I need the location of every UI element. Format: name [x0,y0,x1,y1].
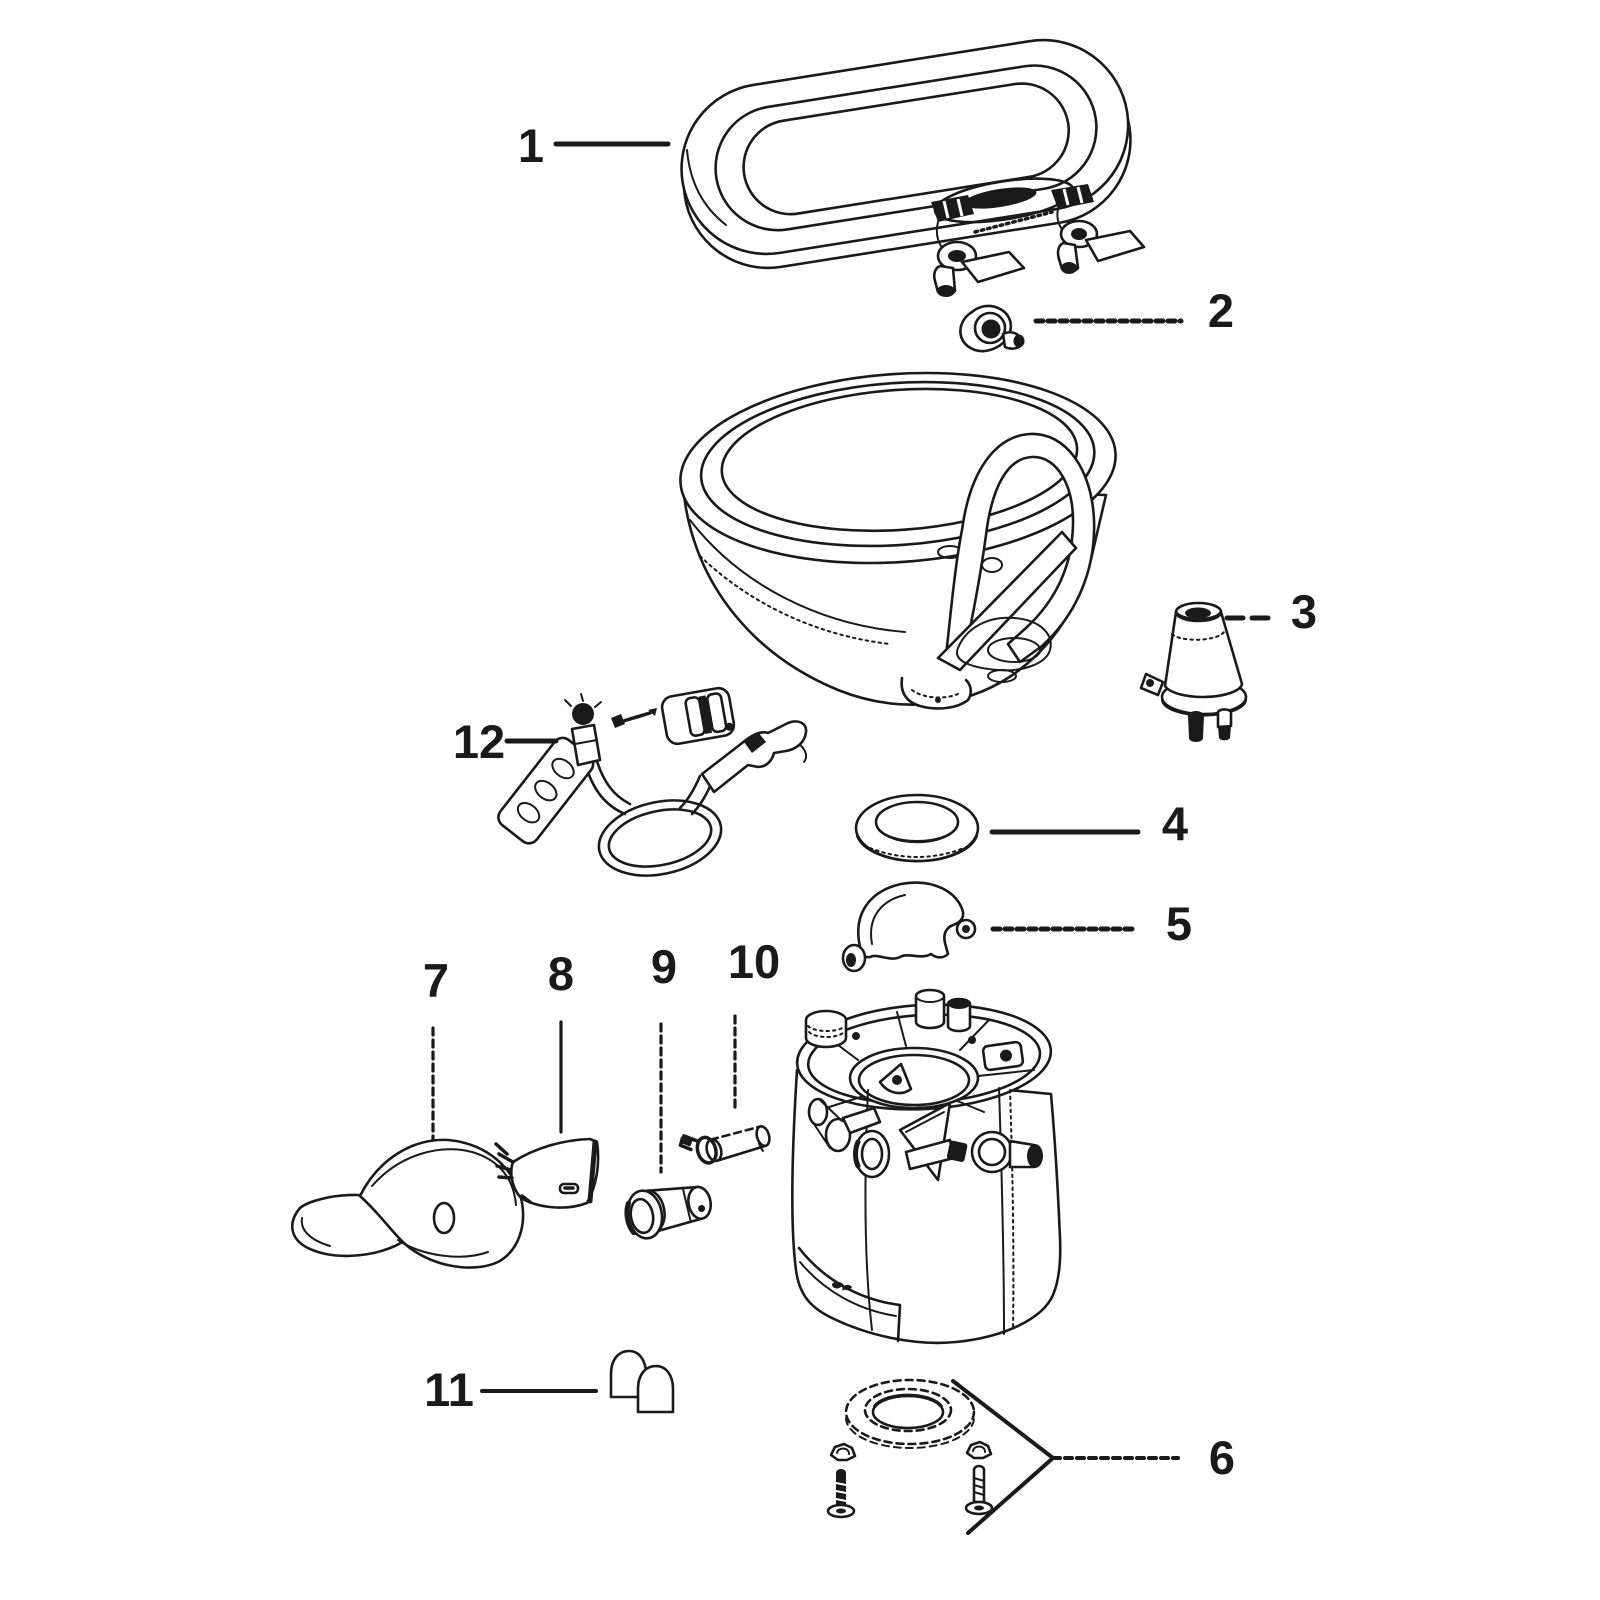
seat-hinge-left [931,195,1026,297]
sprayer-head [700,720,808,794]
callout-label-4: 4 [1162,797,1188,850]
part-half-clamp [841,881,977,973]
callout-label-10: 10 [728,935,780,988]
flange-nut [829,1442,857,1462]
part-pedal-bracket [494,1137,600,1209]
flange-nut [965,1440,993,1460]
callout-label-5: 5 [1166,897,1192,950]
callout-label-11: 11 [424,1363,474,1416]
valve-pin [1216,708,1233,729]
pedestal-side-fittings [807,1097,1043,1182]
callout-9: 9 [651,940,677,1174]
part-seat-lid-assembly [680,38,1146,297]
floor-flange-seal [844,1378,976,1449]
part-flush-pedal [291,1138,525,1269]
callout-12: 12 [453,715,559,768]
callout-6: 6 [951,1379,1235,1535]
part-bowl-seal-ring [854,793,980,863]
callout-3: 3 [1224,585,1317,638]
sprayer-valve-knob [572,703,594,725]
flush-channel-arch [944,432,1096,664]
callout-label-6: 6 [1209,1431,1235,1484]
part-water-valve [1139,601,1248,742]
callout-label-9: 9 [651,940,677,993]
callout-label-12: 12 [453,715,505,768]
callout-label-1: 1 [518,119,544,172]
sprayer-mount-bracket [497,736,595,845]
valve-pin [1188,711,1204,742]
pedestal-opening [848,1046,980,1110]
callout-label-8: 8 [548,947,574,1000]
sprayer-clip [660,686,736,746]
flange-bolt [964,1464,994,1516]
callout-label-2: 2 [1208,284,1234,337]
part-base-pedestal [757,988,1062,1345]
callout-10: 10 [728,935,780,1110]
sprayer-screw [618,711,652,724]
callout-2: 2 [1033,284,1234,337]
callout-8: 8 [548,947,574,1134]
callout-11: 11 [424,1363,598,1416]
callout-label-7: 7 [423,954,449,1007]
seat-hinge-right [1051,184,1146,274]
part-bowl [679,371,1117,710]
part-hand-sprayer-kit [497,686,808,877]
part-cap-knob [959,304,1025,353]
sprayer-hose-coil [597,799,723,877]
pedestal-top-fittings [804,988,1025,1095]
callouts: 1 2 3 4 5 6 7 8 [423,119,1317,1535]
part-floor-seal-kit [826,1378,994,1519]
callout-label-3: 3 [1291,585,1317,638]
callout-1: 1 [518,119,671,172]
part-bushing [624,1185,713,1240]
part-pin-tube [678,1125,771,1165]
callout-5: 5 [990,897,1192,950]
pedal-hole [432,1201,456,1235]
part-cap-plugs [609,1349,675,1414]
flange-bolt [826,1469,856,1519]
seat-edge-texture [973,210,1054,234]
callout-4: 4 [989,797,1188,850]
callout-7: 7 [423,954,449,1142]
bowl-blade [936,530,1078,672]
